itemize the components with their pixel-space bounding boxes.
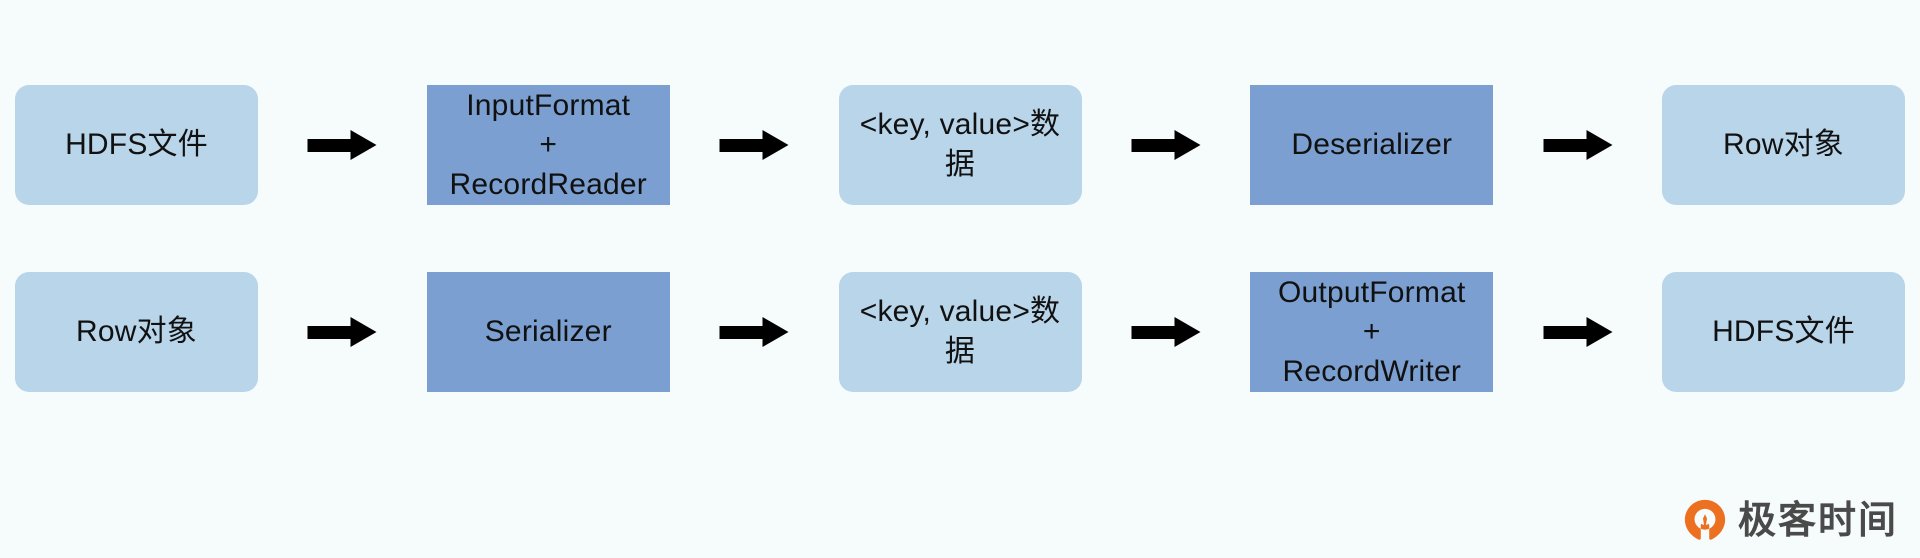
node-output-format[interactable]: OutputFormat + RecordWriter (1250, 272, 1494, 392)
arrow-shaft (1131, 325, 1176, 339)
watermark-text: 极客时间 (1737, 500, 1898, 542)
node-label: Serializer (484, 315, 612, 349)
arrow-right-icon (719, 130, 789, 160)
node-label: Row对象 (1722, 128, 1844, 162)
arrow-head (350, 317, 377, 347)
node-label: Deserializer (1291, 128, 1453, 162)
node-serializer[interactable]: Serializer (426, 272, 670, 392)
arrow-gap (1082, 65, 1251, 225)
arrow-shaft (719, 138, 764, 152)
node-kv-data-out[interactable]: <key, value>数据 (838, 272, 1082, 392)
arrow-right-icon (1543, 130, 1613, 160)
arrow-gap (1493, 252, 1662, 412)
arrow-head (1586, 130, 1613, 160)
arrow-shaft (719, 325, 764, 339)
arrow-head (1174, 317, 1201, 347)
node-input-format[interactable]: InputFormat + RecordReader (426, 85, 670, 205)
arrow-gap (1082, 252, 1251, 412)
arrow-shaft (307, 138, 352, 152)
arrow-shaft (307, 325, 352, 339)
arrow-head (350, 130, 377, 160)
node-kv-data-in[interactable]: <key, value>数据 (838, 85, 1082, 205)
arrow-shaft (1543, 325, 1588, 339)
arrow-gap (258, 252, 427, 412)
arrow-gap (258, 65, 427, 225)
arrow-right-icon (719, 317, 789, 347)
arrow-right-icon (307, 130, 377, 160)
arrow-gap (670, 252, 839, 412)
arrow-head (1586, 317, 1613, 347)
node-label: HDFS文件 (65, 128, 208, 162)
watermark: 极客时间 (1682, 498, 1898, 544)
arrow-shaft (1543, 138, 1588, 152)
node-row-object-out[interactable]: Row对象 (1662, 85, 1905, 205)
geektime-logo-icon (1682, 498, 1728, 544)
arrow-right-icon (1131, 317, 1201, 347)
arrow-head (762, 130, 789, 160)
node-label: HDFS文件 (1712, 315, 1855, 349)
arrow-right-icon (1131, 130, 1201, 160)
node-row-object-in[interactable]: Row对象 (15, 272, 258, 392)
arrow-right-icon (1543, 317, 1613, 347)
node-label: Row对象 (75, 315, 197, 349)
flow-row-read-path: HDFS文件 InputFormat + RecordReader <key, … (0, 65, 1920, 225)
node-label: <key, value>数据 (859, 295, 1061, 368)
node-label: OutputFormat + RecordWriter (1278, 275, 1466, 388)
node-deserializer[interactable]: Deserializer (1250, 85, 1494, 205)
flow-row-write-path: Row对象 Serializer <key, value>数据 (0, 252, 1920, 412)
node-label: <key, value>数据 (859, 108, 1061, 181)
arrow-gap (670, 65, 839, 225)
arrow-shaft (1131, 138, 1176, 152)
arrow-right-icon (307, 317, 377, 347)
arrow-gap (1493, 65, 1662, 225)
arrow-head (762, 317, 789, 347)
node-hdfs-file-out[interactable]: HDFS文件 (1662, 272, 1905, 392)
node-label: InputFormat + RecordReader (449, 88, 647, 201)
arrow-head (1174, 130, 1201, 160)
node-hdfs-file-in[interactable]: HDFS文件 (15, 85, 258, 205)
